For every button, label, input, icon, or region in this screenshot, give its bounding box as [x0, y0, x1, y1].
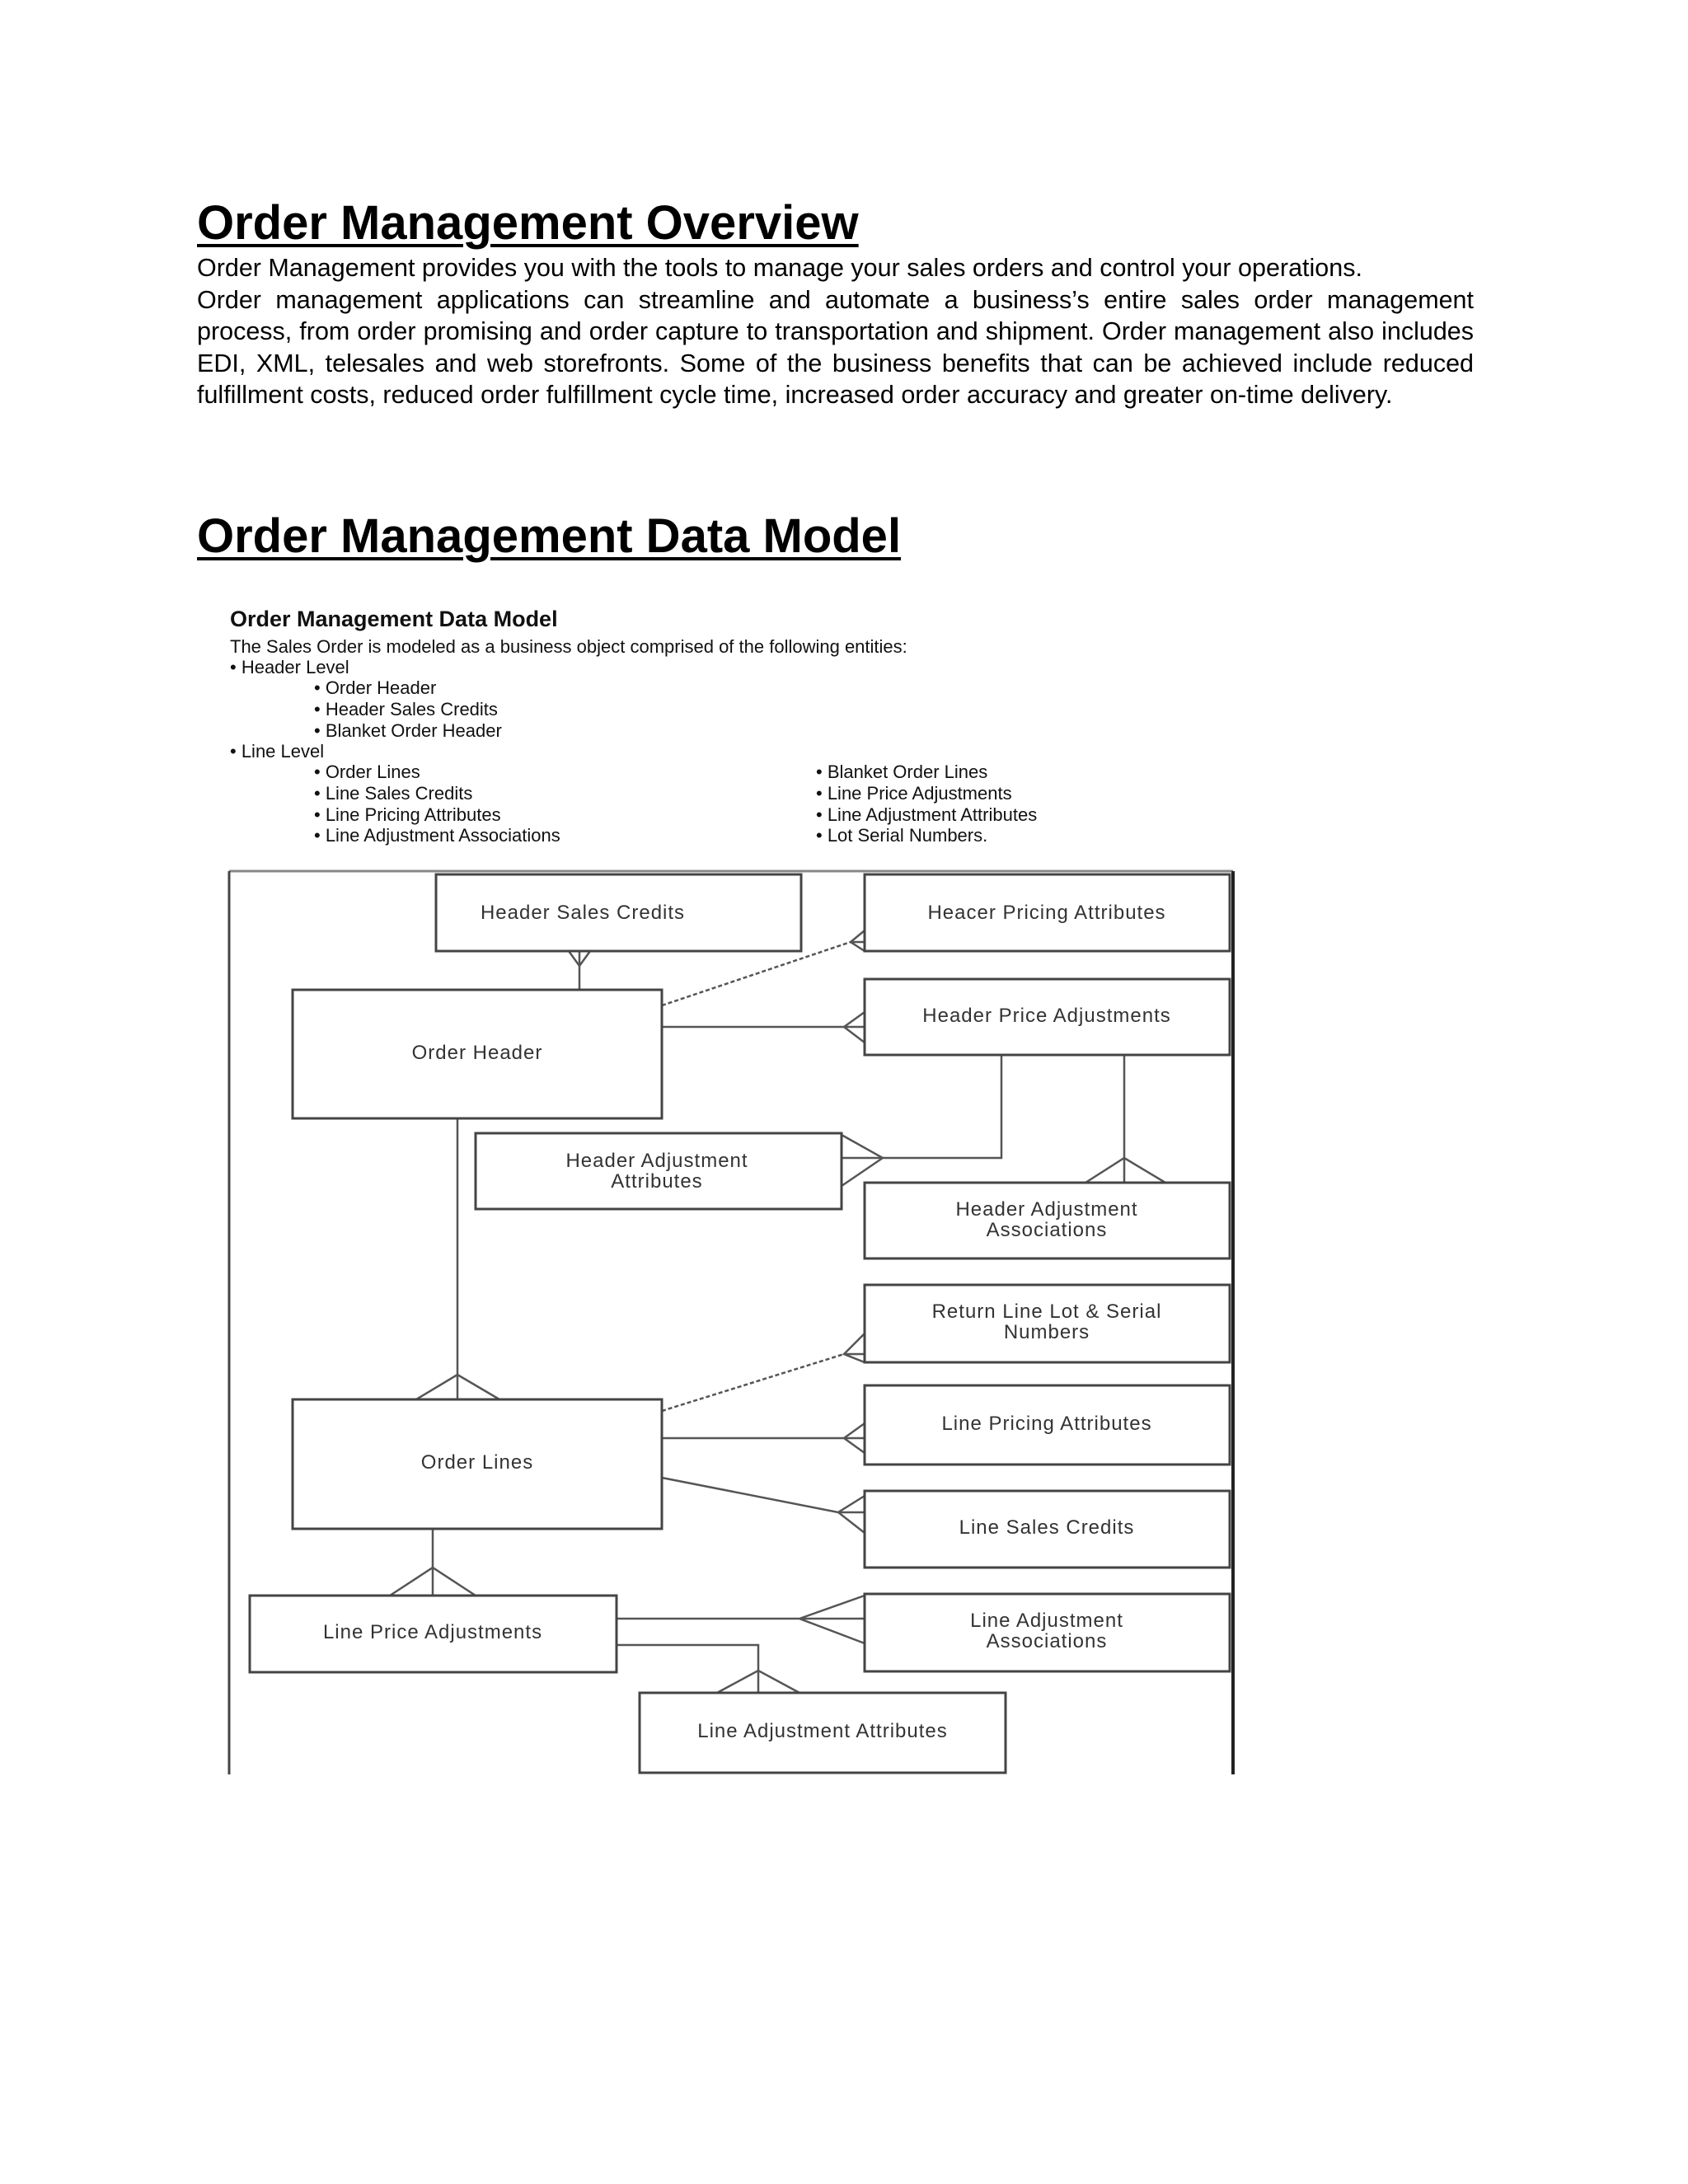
- header-level-item: • Order Header: [314, 677, 436, 698]
- svg-text:Associations: Associations: [987, 1630, 1108, 1652]
- entity-header-sales-credits: Header Sales Credits: [434, 873, 803, 953]
- line-level-item: • Line Adjustment Attributes: [816, 804, 1037, 825]
- header-level-label: • Header Level: [230, 657, 349, 677]
- line-level-item: • Order Lines: [314, 762, 420, 782]
- svg-text:Line Pricing Attributes: Line Pricing Attributes: [941, 1413, 1151, 1435]
- svg-text:Numbers: Numbers: [1004, 1321, 1090, 1343]
- svg-text:Associations: Associations: [987, 1219, 1108, 1241]
- svg-text:Heacer Pricing Attributes: Heacer Pricing Attributes: [927, 902, 1165, 924]
- entity-header-pricing-attributes: Heacer Pricing Attributes: [863, 873, 1231, 953]
- overview-body: Order Management provides you with the t…: [197, 252, 1474, 411]
- svg-text:Order Header: Order Header: [412, 1042, 543, 1064]
- svg-text:Header Price Adjustments: Header Price Adjustments: [922, 1005, 1170, 1027]
- figure-intro: The Sales Order is modeled as a business…: [230, 636, 907, 657]
- entity-line-adjustment-attributes: Line Adjustment Attributes: [638, 1691, 1007, 1774]
- svg-text:Line Price Adjustments: Line Price Adjustments: [323, 1621, 542, 1643]
- relationship-lines: [389, 930, 1166, 1694]
- svg-text:Header Adjustment: Header Adjustment: [955, 1198, 1137, 1221]
- svg-text:Header Adjustment: Header Adjustment: [565, 1150, 748, 1172]
- entity-header-adjustment-associations: Header Adjustment Associations: [863, 1181, 1231, 1260]
- entity-line-price-adjustments: Line Price Adjustments: [248, 1594, 618, 1674]
- svg-text:Line Sales Credits: Line Sales Credits: [959, 1516, 1135, 1539]
- line-level-item: • Lot Serial Numbers.: [816, 825, 987, 846]
- data-model-heading: Order Management Data Model: [197, 509, 902, 563]
- entity-return-line-lot-serial-numbers: Return Line Lot & Serial Numbers: [863, 1283, 1231, 1364]
- entity-line-adjustment-associations: Line Adjustment Associations: [863, 1592, 1231, 1673]
- svg-text:Return Line Lot & Serial: Return Line Lot & Serial: [932, 1301, 1162, 1323]
- header-level-item: • Blanket Order Header: [314, 720, 502, 741]
- entity-order-lines: Order Lines: [291, 1398, 663, 1530]
- entity-order-header: Order Header: [291, 988, 663, 1120]
- entity-line-pricing-attributes: Line Pricing Attributes: [863, 1384, 1231, 1466]
- entity-line-sales-credits: Line Sales Credits: [863, 1489, 1231, 1569]
- line-level-item: • Blanket Order Lines: [816, 762, 987, 782]
- diagram-frame: [227, 869, 1235, 1774]
- overview-paragraph: Order management applications can stream…: [197, 285, 1474, 410]
- svg-text:Header Sales Credits: Header Sales Credits: [481, 902, 685, 924]
- entity-header-price-adjustments: Header Price Adjustments: [863, 977, 1231, 1057]
- svg-text:Order Lines: Order Lines: [421, 1451, 533, 1474]
- line-level-item: • Line Sales Credits: [314, 783, 472, 804]
- header-level-item: • Header Sales Credits: [314, 699, 498, 719]
- line-level-item: • Line Adjustment Associations: [314, 825, 560, 846]
- svg-text:Line Adjustment Attributes: Line Adjustment Attributes: [697, 1720, 948, 1742]
- line-level-item: • Line Pricing Attributes: [314, 804, 501, 825]
- entity-header-adjustment-attributes: Header Adjustment Attributes: [474, 1132, 843, 1211]
- overview-heading: Order Management Overview: [197, 196, 859, 250]
- figure-title: Order Management Data Model: [230, 607, 558, 631]
- line-level-item: • Line Price Adjustments: [816, 783, 1012, 804]
- svg-text:Attributes: Attributes: [611, 1170, 702, 1193]
- svg-text:Line Adjustment: Line Adjustment: [970, 1610, 1123, 1632]
- line-level-label: • Line Level: [230, 741, 324, 762]
- overview-first-line: Order Management provides you with the t…: [197, 254, 1362, 282]
